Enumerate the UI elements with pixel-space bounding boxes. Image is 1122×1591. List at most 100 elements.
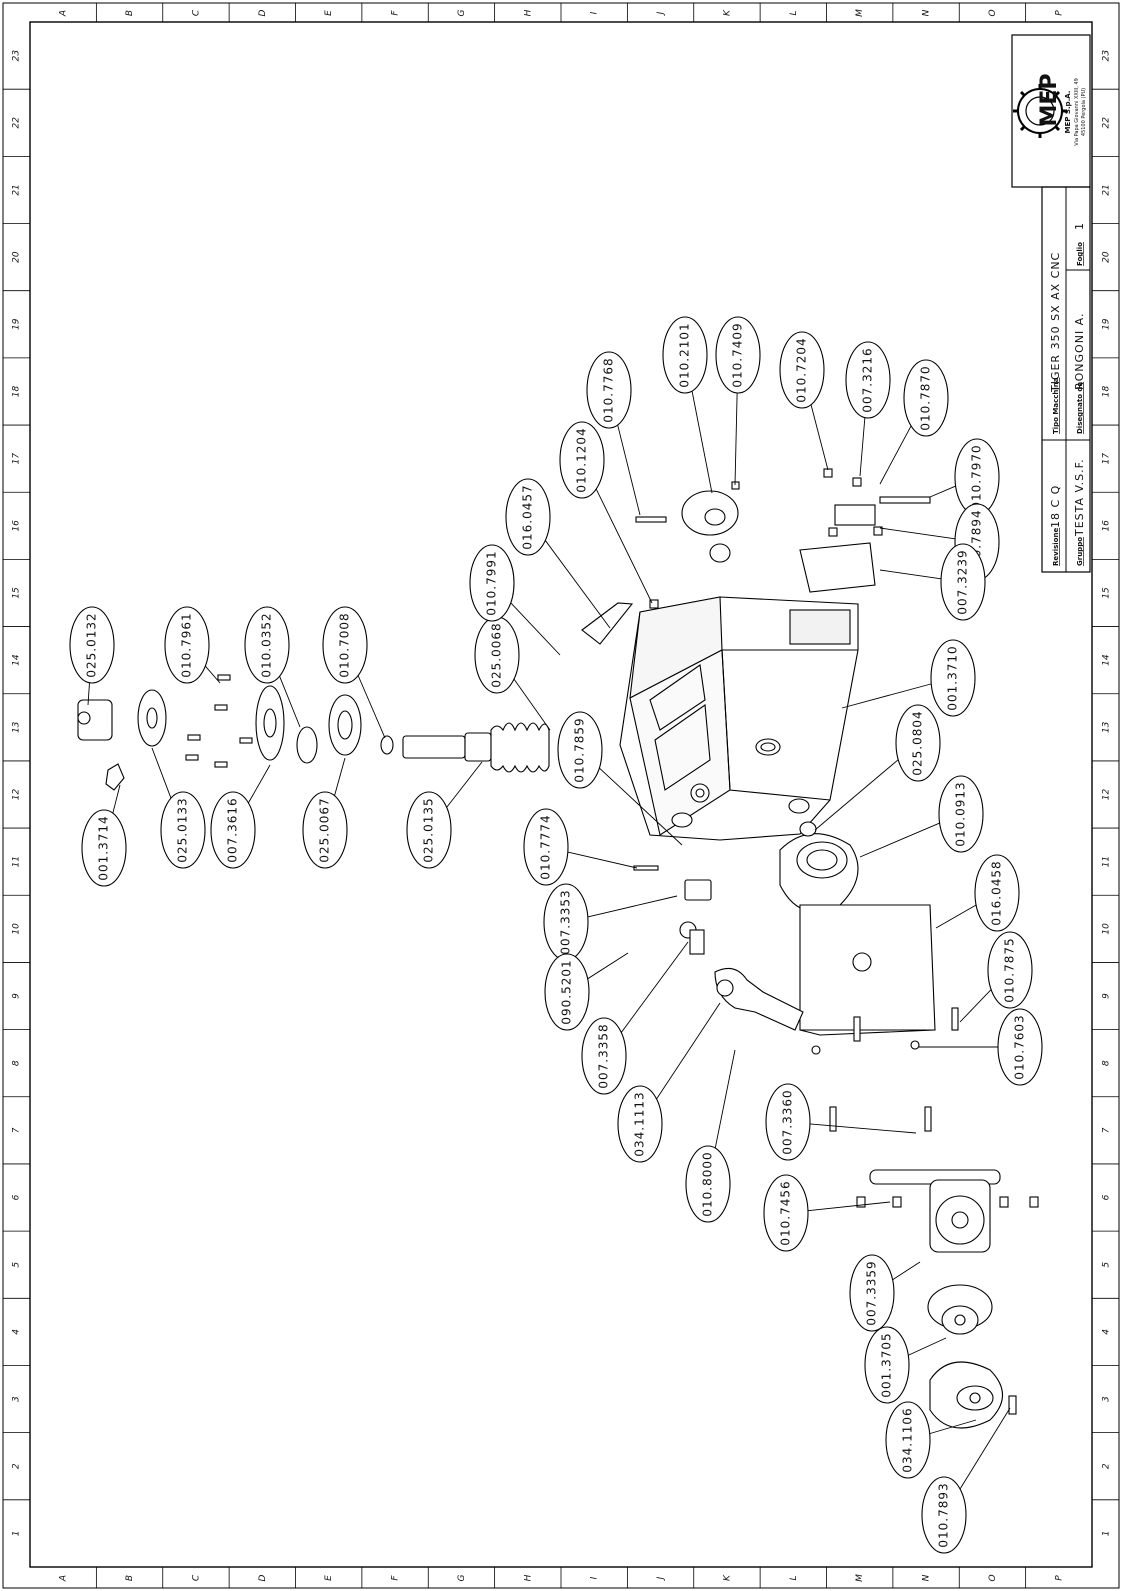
leader-line [587,895,678,918]
zone-row-label: 13 [12,721,22,733]
leader-line [279,676,301,728]
zone-column-label: A [59,10,69,17]
part-balloon[interactable]: 010.7859 [557,711,603,789]
zone-row-label: 23 [12,50,22,62]
part-balloon[interactable]: 010.7774 [523,808,569,886]
part-balloon[interactable]: 007.3216 [845,341,891,419]
balloon-circle [469,544,515,622]
part-balloon[interactable]: 010.7893 [921,1476,967,1554]
part-balloon[interactable]: 090.5201 [544,953,590,1031]
zone-column-label: C [191,9,201,16]
part-number-label: 007.3359 [865,1260,879,1325]
part-number-label: 010.7961 [180,612,194,677]
part-balloon[interactable]: 010.7204 [779,331,825,409]
part-balloon[interactable]: 025.0068 [474,616,520,694]
part-balloon[interactable]: 025.0067 [302,791,348,869]
part-balloon[interactable]: 007.3359 [849,1254,895,1332]
zone-row-label: 19 [1102,318,1112,330]
part-balloon[interactable]: 025.0804 [895,704,941,782]
part-balloon[interactable]: 010.7768 [586,351,632,429]
part-balloon[interactable]: 010.7456 [763,1174,809,1252]
part-balloon[interactable]: 025.0133 [160,791,206,869]
part-number-label: 010.7456 [779,1180,793,1245]
part-balloon[interactable]: 007.3360 [765,1083,811,1161]
zone-column-label: K [722,1574,732,1581]
zone-column-label: L [789,10,799,15]
zone-row-label: 21 [1102,184,1112,195]
part-balloon[interactable]: 010.0352 [244,606,290,684]
balloon-circle [557,711,603,789]
part-balloon[interactable]: 007.3358 [581,1017,627,1095]
zone-row-label: 4 [12,1329,22,1335]
part-balloon[interactable]: 010.7875 [987,931,1033,1009]
part-balloon[interactable]: 010.7603 [997,1008,1043,1086]
zone-row-label: 15 [12,587,22,599]
zone-row-label: 20 [12,251,22,263]
part-balloon[interactable]: 034.1113 [617,1085,663,1163]
zone-row-label: 18 [12,385,22,397]
balloon-circle [559,421,605,499]
leader-line [617,424,641,516]
zone-row-label: 21 [12,184,22,195]
part-balloon[interactable]: 007.3616 [210,791,256,869]
zone-column-label: P [1054,10,1064,16]
zone-row-label: 17 [12,453,22,465]
leader-line [204,665,221,684]
zone-column-label: F [391,10,401,16]
part-balloon[interactable]: 034.1106 [885,1401,931,1479]
part-number-label: 001.3705 [880,1332,894,1397]
part-balloon[interactable]: 025.0132 [69,606,115,684]
machine-type-value: TIGER 350 SX AX CNC [1049,252,1062,393]
part-balloon[interactable]: 010.7991 [469,544,515,622]
part-balloon[interactable]: 025.0135 [406,791,452,869]
lower-parts [633,821,1039,1429]
zone-column-label: P [1054,1575,1064,1581]
zone-ticks [3,3,1119,1588]
part-balloon[interactable]: 010.7409 [715,316,761,394]
part-number-label: 010.7204 [795,337,809,402]
part-number-label: 010.7008 [338,612,352,677]
part-balloon[interactable]: 007.3353 [543,883,589,961]
main-housing [619,596,859,841]
balloon-circle [302,791,348,869]
part-number-label: 016.0458 [990,860,1004,925]
balloon-circle [81,809,127,887]
balloon-circle [244,606,290,684]
part-number-label: 025.0132 [85,612,99,677]
leader-line [595,488,653,604]
zone-row-label: 1 [1102,1531,1112,1537]
zone-column-label: I [590,11,600,14]
zone-column-label: M [855,1574,865,1582]
part-balloon[interactable]: 010.8000 [685,1145,731,1223]
sheet-label: Foglio [1076,242,1084,266]
leader-line [446,761,483,808]
part-balloon[interactable]: 007.3239 [940,543,986,621]
part-balloon[interactable]: 010.2101 [662,316,708,394]
part-balloon[interactable]: 016.0458 [974,854,1020,932]
balloon-circle [164,606,210,684]
part-balloon[interactable]: 010.1204 [559,421,605,499]
part-balloon[interactable]: 016.0457 [505,478,551,556]
part-balloon[interactable]: 010.7870 [903,359,949,437]
part-number-label: 001.3710 [946,645,960,710]
part-balloon[interactable]: 001.3714 [81,809,127,887]
leader-line [544,540,611,629]
parts-illustration [77,468,1039,1429]
part-balloon[interactable]: 010.7008 [322,606,368,684]
drawn-by-label: Disegnato da [1076,382,1084,434]
part-balloon[interactable]: 010.7961 [164,606,210,684]
zone-column-label: D [258,1574,268,1581]
part-balloon[interactable]: 001.3710 [930,639,976,717]
zone-row-label: 12 [1102,789,1112,801]
leader-line [357,675,386,739]
part-number-label: 007.3358 [597,1023,611,1088]
part-balloon[interactable]: 010.0913 [938,775,984,853]
zone-row-label: 9 [1102,993,1112,999]
part-number-label: 025.0135 [422,797,436,862]
part-balloon[interactable]: 001.3705 [864,1326,910,1404]
part-number-label: 025.0133 [176,797,190,862]
part-number-label: 007.3616 [226,797,240,862]
zone-row-label: 10 [1102,923,1112,935]
zone-column-label: D [258,9,268,16]
